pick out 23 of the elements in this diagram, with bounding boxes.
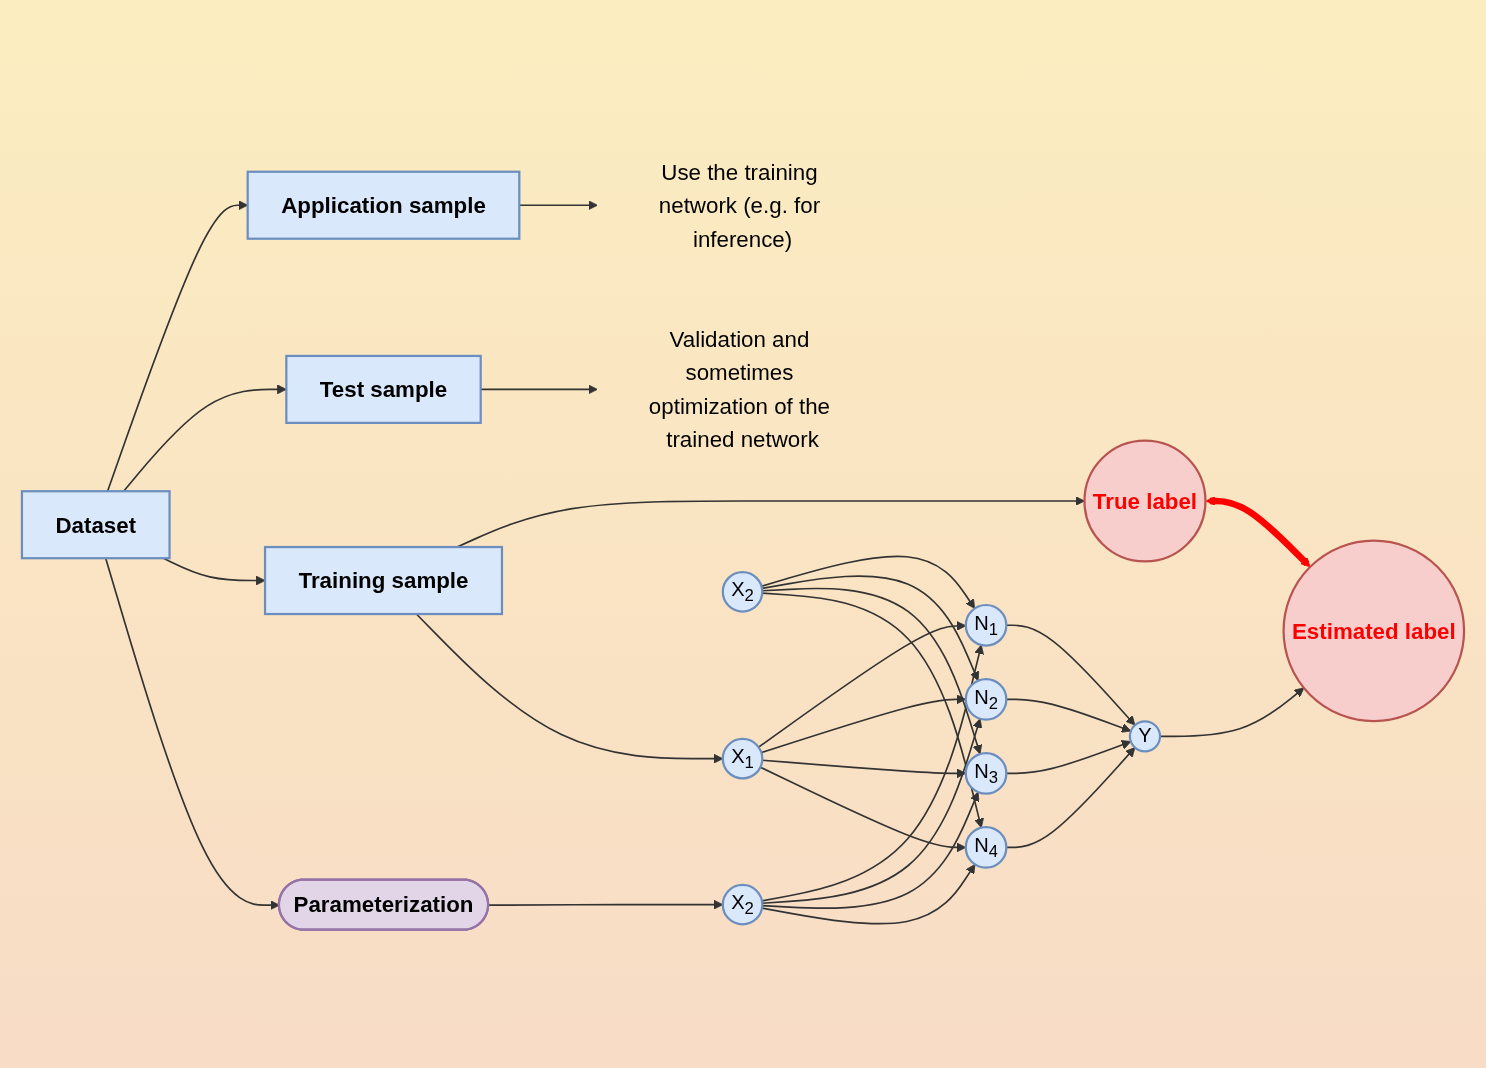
node-box: Training sample	[263, 545, 504, 616]
node-circle: True label	[1083, 439, 1207, 563]
node-circle: X$_{2}$	[721, 570, 764, 613]
node-box: Test sample	[285, 354, 482, 424]
arrow	[1159, 687, 1305, 738]
arrow	[761, 587, 983, 755]
node-circle: N$_{3}$	[964, 751, 1008, 795]
node-text: Validation and sometimes optimization of the trained network	[648, 326, 831, 452]
node-circle: N$_{2}$	[964, 677, 1008, 721]
arrow	[1205, 496, 1311, 568]
arrow	[456, 496, 1085, 548]
node-box: Application sample	[246, 170, 521, 240]
node-circle: X$_{2}$	[721, 883, 764, 926]
node-text: Use the training network (e.g. for inference)	[658, 159, 821, 251]
arrow	[761, 644, 984, 902]
arrow	[761, 592, 984, 829]
node-circle: N$_{1}$	[964, 603, 1008, 647]
node-circle: N$_{4}$	[964, 826, 1008, 869]
arrow	[761, 718, 983, 905]
node-circle: Y	[1128, 720, 1162, 753]
node-circle: Estimated label	[1282, 539, 1466, 723]
node-circle: X$_{1}$	[721, 737, 764, 780]
node-box: Dataset	[20, 490, 171, 560]
